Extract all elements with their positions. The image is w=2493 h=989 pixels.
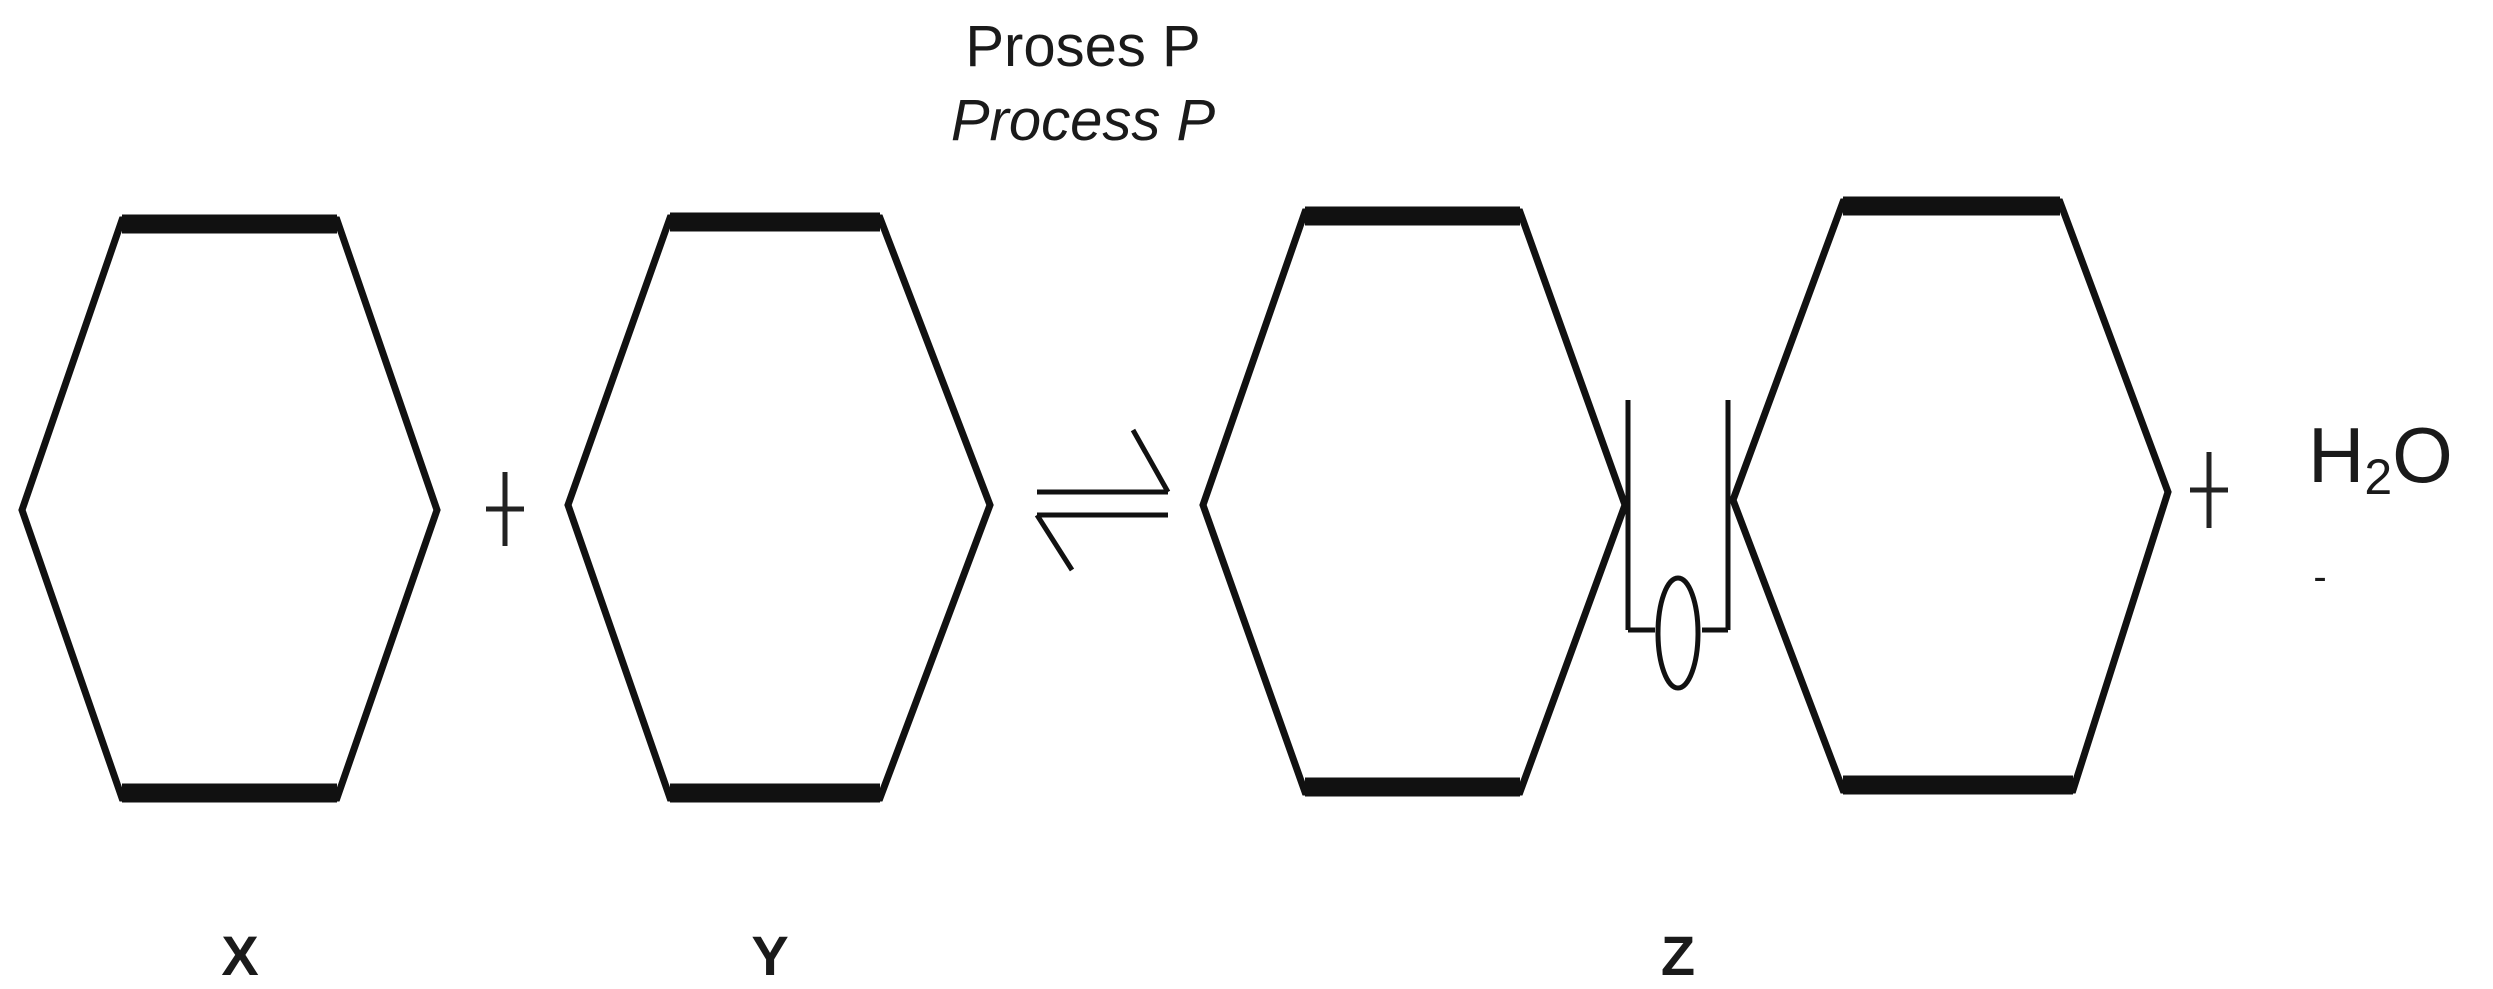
glycosidic-bond (1625, 400, 1731, 691)
water-h: H (2308, 411, 2364, 499)
molecule-z-left-ring (1199, 206, 1629, 797)
molecule-x (18, 214, 441, 803)
process-title-english: Process P (951, 88, 1216, 153)
water-subscript: 2 (2364, 449, 2392, 505)
plus-sign-1 (486, 472, 524, 546)
molecule-z-right-ring (1729, 196, 2172, 795)
label-z: Z (1661, 924, 1695, 987)
plus-sign-2 (2190, 452, 2228, 528)
equilibrium-arrow-icon (1034, 428, 1171, 572)
water-o: O (2392, 411, 2453, 499)
process-title-malay: Proses P (965, 14, 1200, 79)
minus-mark: - (2313, 555, 2326, 599)
water-formula: H2O (2308, 411, 2453, 505)
molecule-y (564, 212, 994, 803)
oxygen-bridge (1655, 575, 1701, 691)
label-x: X (221, 924, 258, 987)
label-y: Y (751, 924, 788, 987)
